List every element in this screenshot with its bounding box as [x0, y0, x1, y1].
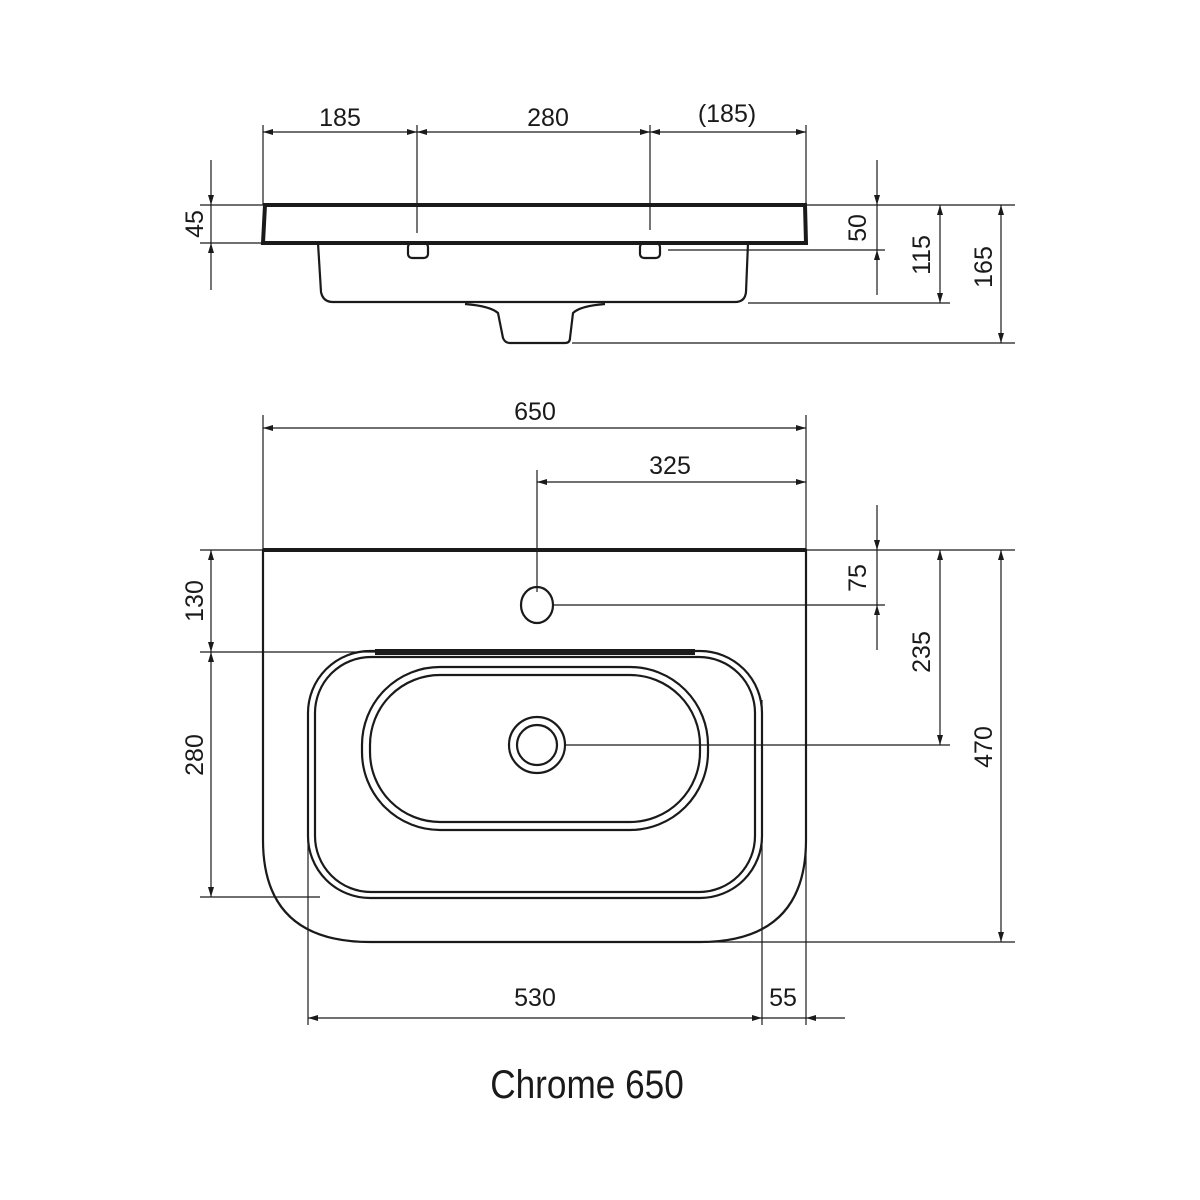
countertop-slab [260, 203, 809, 245]
overflow-right [638, 241, 662, 260]
bowl-inner-basin [368, 673, 702, 824]
dim-325: 325 [649, 452, 691, 480]
side-extension-lines [200, 125, 1015, 344]
dim-50: 50 [844, 214, 872, 242]
drain-outlet [464, 302, 606, 345]
dim-75: 75 [844, 564, 872, 592]
side-view: 185 280 (185) 45 50 115 165 [181, 100, 1015, 345]
side-dimension-lines [208, 129, 1004, 343]
dim-185-right: (185) [698, 100, 756, 128]
overflow-left [406, 241, 430, 260]
top-dimension-lines [208, 425, 1004, 1021]
basin-body [316, 242, 750, 304]
dim-280: 280 [181, 734, 209, 776]
dim-115: 115 [908, 235, 936, 275]
tap-hole [519, 585, 555, 625]
dim-55: 55 [769, 984, 797, 1012]
dim-130: 130 [181, 580, 209, 622]
dim-470: 470 [970, 726, 998, 768]
bowl-outer-rim-inner [313, 655, 757, 894]
dim-235: 235 [908, 631, 936, 673]
product-title: Chrome 650 [490, 1062, 684, 1107]
dim-165: 165 [970, 246, 998, 288]
dim-650: 650 [514, 398, 556, 426]
top-extension-lines [200, 415, 1015, 1025]
bowl-inner-rim [360, 665, 710, 832]
basin-outline [261, 548, 808, 944]
drain-inner [515, 723, 559, 767]
bowl-outer-rim [306, 649, 764, 900]
dim-185-left: 185 [319, 104, 361, 132]
dim-45: 45 [181, 210, 209, 238]
dim-530: 530 [514, 984, 556, 1012]
dim-280-top: 280 [527, 104, 569, 132]
top-view: 650 325 130 280 75 235 470 530 55 [181, 398, 1015, 1025]
